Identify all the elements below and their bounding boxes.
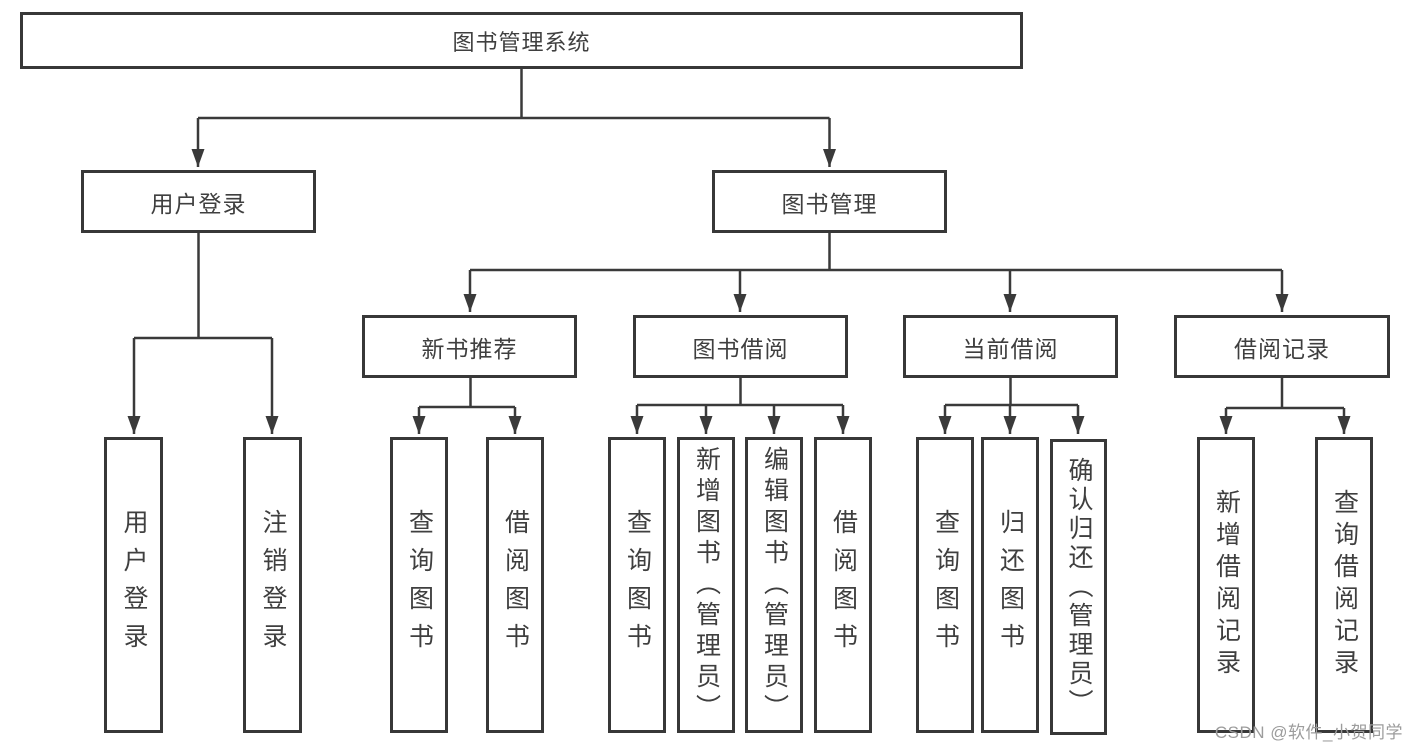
node-library-management-system: 图书管理系统 [20, 12, 1023, 69]
node-user-login-branch: 用户登录 [81, 170, 316, 233]
node-borrowing-records: 借阅记录 [1174, 315, 1390, 378]
leaf-return-books: 归还图书 [981, 437, 1039, 733]
node-book-borrowing: 图书借阅 [633, 315, 848, 378]
leaf-confirm-return-admin: 确认归还（管理员） [1050, 439, 1107, 735]
node-new-book-recommendation: 新书推荐 [362, 315, 577, 378]
leaf-query-books-borrowing: 查询图书 [608, 437, 666, 733]
leaf-query-books-current: 查询图书 [916, 437, 974, 733]
leaf-logout: 注销登录 [243, 437, 302, 733]
leaf-borrow-books-recommend: 借阅图书 [486, 437, 544, 733]
leaf-query-borrow-record: 查询借阅记录 [1315, 437, 1373, 733]
leaf-add-borrow-record: 新增借阅记录 [1197, 437, 1255, 733]
leaf-query-books-recommend: 查询图书 [390, 437, 448, 733]
node-current-borrowing: 当前借阅 [903, 315, 1118, 378]
leaf-user-login: 用户登录 [104, 437, 163, 733]
node-book-management-branch: 图书管理 [712, 170, 947, 233]
leaf-borrow-books: 借阅图书 [814, 437, 872, 733]
csdn-watermark: CSDN @软件_小贺同学 [1214, 723, 1403, 742]
leaf-add-books-admin: 新增图书（管理员） [677, 437, 735, 733]
leaf-edit-books-admin: 编辑图书（管理员） [745, 437, 803, 733]
